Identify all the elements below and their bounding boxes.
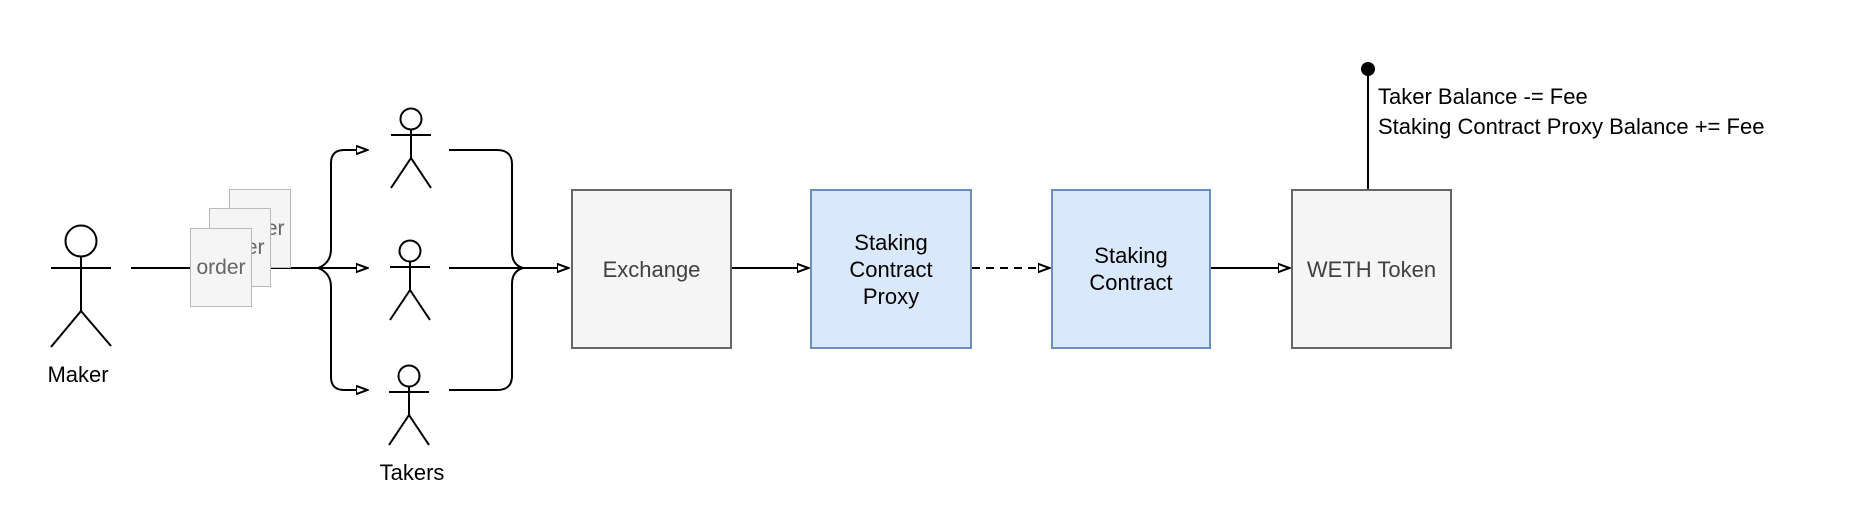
order-card-front: order [190,228,252,307]
node-staking-contract: Staking Contract [1051,189,1211,349]
node-staking-contract-label: Staking Contract [1089,243,1173,295]
node-weth-token: WETH Token [1291,189,1452,349]
node-weth-token-label: WETH Token [1306,256,1437,282]
merge-top-line [449,149,524,269]
node-exchange: Exchange [571,189,732,349]
annotation-line-2: Staking Contract Proxy Balance += Fee [1378,114,1765,139]
node-exchange-label: Exchange [602,256,701,282]
maker-label: Maker [47,362,109,387]
order-card-label: order [196,255,246,279]
fanout-bottom-arrow [317,267,356,390]
taker-figure-bottom [388,364,430,446]
takers-label: Takers [379,460,445,485]
node-staking-contract-proxy: Staking Contract Proxy [810,189,972,349]
maker-figure [50,224,112,348]
annotation-line-1: Taker Balance -= Fee [1378,84,1588,109]
taker-figure-top [390,107,432,189]
merge-bottom-line [449,267,524,391]
taker-figure-middle [389,239,431,321]
annotation-connector [1361,62,1375,189]
fanout-top-arrow [317,150,356,269]
node-staking-contract-proxy-label: Staking Contract Proxy [849,229,933,309]
annotation-text: Taker Balance -= Fee Staking Contract Pr… [1378,82,1764,142]
